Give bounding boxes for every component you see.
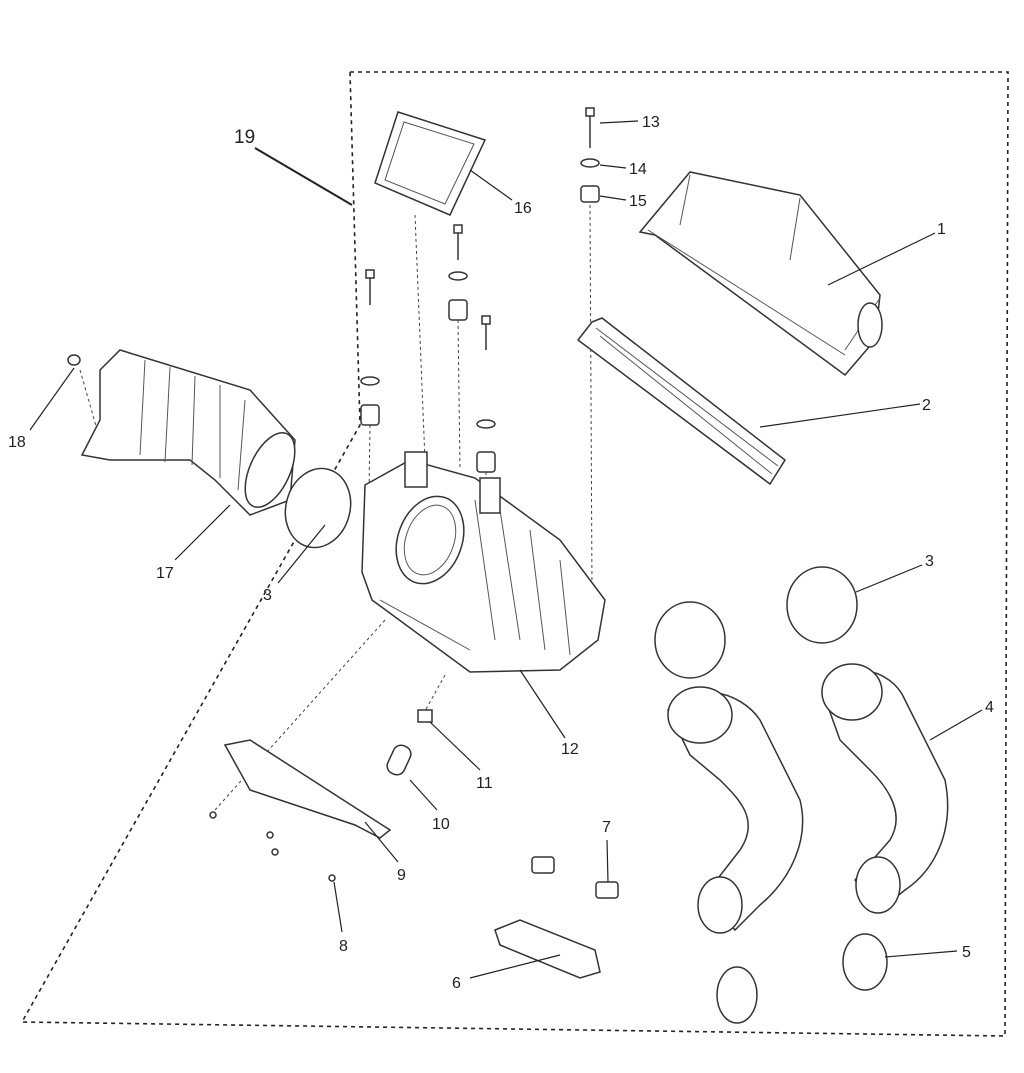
callout-18: 18 (8, 434, 26, 451)
assembly-boundary (20, 71, 1009, 1037)
clip-7b-part (595, 881, 619, 899)
callout-16: 16 (514, 200, 532, 217)
callout-19: 19 (234, 127, 255, 148)
clip-7-part (531, 856, 555, 874)
callout-10: 10 (432, 816, 450, 833)
leader-lines (29, 120, 983, 979)
callout-7: 7 (602, 819, 611, 836)
callout-11: 11 (476, 775, 493, 792)
callout-6: 6 (452, 975, 461, 992)
airbox-housing-part (361, 451, 606, 673)
callout-2: 2 (922, 397, 931, 414)
callout-4: 4 (985, 699, 994, 716)
bracket-part (223, 739, 392, 839)
callout-13: 13 (642, 114, 660, 131)
hose-clamps (284, 467, 888, 1024)
tube-part (494, 919, 601, 979)
callout-labels: 19 16 13 14 15 1 2 18 17 3 3 4 12 11 10 … (8, 114, 994, 992)
callout-3-left: 3 (263, 587, 272, 604)
screws-8 (209, 811, 336, 882)
intake-hose-part (80, 349, 296, 516)
airbox-cover-part (638, 171, 883, 377)
callout-9: 9 (397, 867, 406, 884)
gasket-part (374, 111, 487, 216)
clip-11-part (417, 709, 433, 723)
callout-8: 8 (339, 938, 348, 955)
callout-5: 5 (962, 944, 971, 961)
callout-14: 14 (629, 161, 647, 178)
callout-3-right: 3 (925, 553, 934, 570)
screw-18-part (67, 354, 81, 366)
outlet-hose-parts (667, 663, 949, 934)
air-filter-part (576, 317, 786, 486)
callout-12: 12 (561, 741, 579, 758)
bolt-grommet-stack (360, 107, 600, 473)
callout-17: 17 (156, 565, 174, 582)
callout-1: 1 (937, 221, 946, 238)
drain-valve-part (386, 744, 412, 776)
callout-15: 15 (629, 193, 647, 210)
